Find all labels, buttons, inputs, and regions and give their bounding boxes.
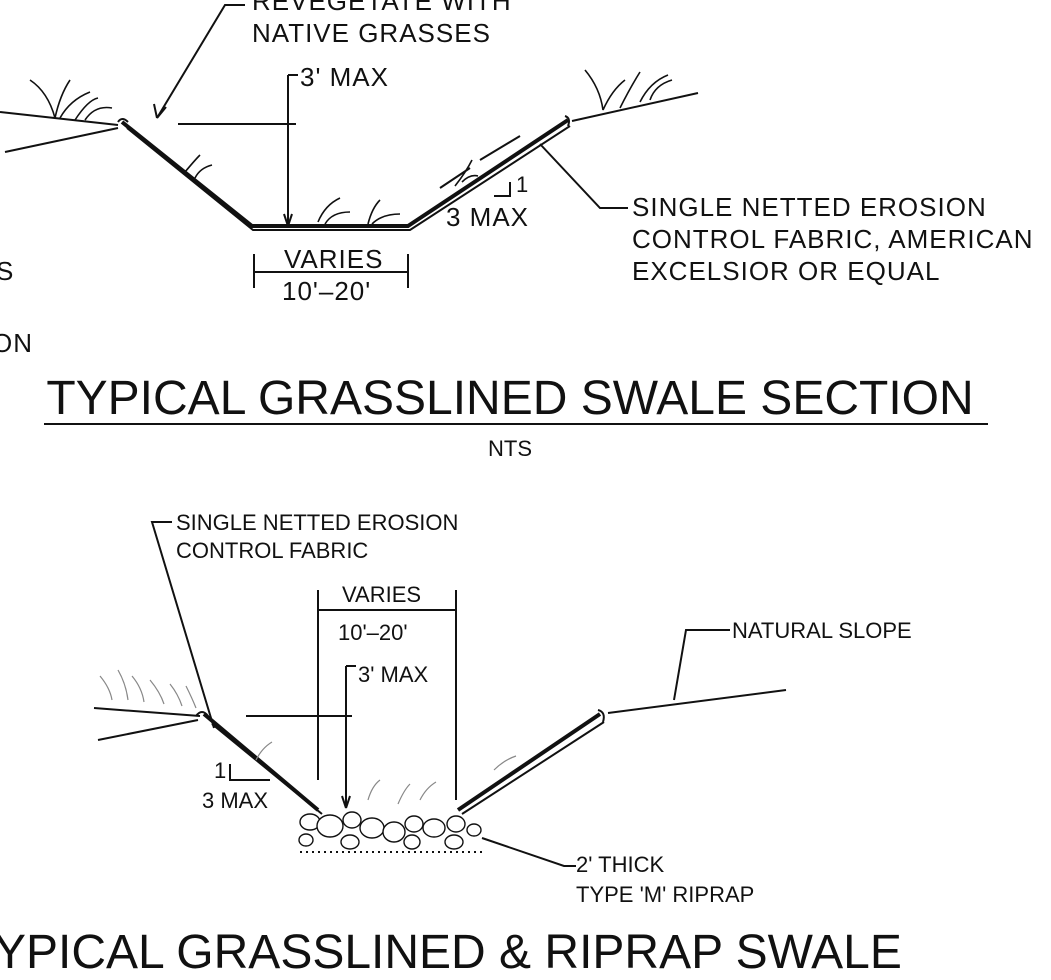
fabric2-note-line1: SINGLE NETTED EROSION bbox=[176, 510, 458, 535]
depth-max-label: 3' MAX bbox=[300, 62, 389, 92]
fabric-note-line3: EXCELSIOR OR EQUAL bbox=[632, 256, 940, 286]
depth-dimension-arrow-2 bbox=[341, 795, 351, 809]
right-slope-subgrade-2 bbox=[461, 721, 605, 815]
grass-tuft-right-slope bbox=[454, 159, 479, 187]
channel-subgrade-line bbox=[126, 125, 571, 231]
bottom-width-dimension-2: VARIES 10'–20' bbox=[317, 582, 457, 800]
riprap-rock bbox=[466, 823, 482, 837]
left-subgrade-line bbox=[4, 127, 119, 153]
slope-ratio-symbol-2 bbox=[229, 764, 270, 781]
channel-profile-2 bbox=[93, 689, 787, 815]
left-slope-dash bbox=[147, 141, 237, 215]
riprap-callout: 2' THICK TYPE 'M' RIPRAP bbox=[481, 837, 754, 907]
slope-run-label: 3 MAX bbox=[446, 202, 529, 232]
grasslined-swale-section: REVEGETATE WITH NATIVE GRASSES bbox=[0, 0, 1034, 461]
section1-title: TYPICAL GRASSLINED SWALE SECTION bbox=[46, 372, 973, 425]
riprap-leader-line bbox=[481, 837, 576, 867]
riprap-rock bbox=[340, 834, 360, 850]
slope-ratio-section1: 1 3 MAX bbox=[446, 172, 529, 232]
fabric-callout-section2: SINGLE NETTED EROSION CONTROL FABRIC bbox=[150, 510, 458, 729]
fabric2-note-line2: CONTROL FABRIC bbox=[176, 538, 368, 563]
riprap-rock bbox=[422, 818, 446, 838]
left-fabric-anchor bbox=[117, 118, 129, 123]
right-fabric-anchor bbox=[564, 115, 570, 127]
depth-dimension-arrow bbox=[283, 213, 293, 227]
depth-dimension: 3' MAX bbox=[178, 62, 389, 227]
riprap-rock bbox=[359, 817, 385, 839]
riprap-rock bbox=[404, 815, 424, 833]
left-subgrade-line-2 bbox=[97, 719, 199, 741]
revegetate-note-line1: REVEGETATE WITH bbox=[252, 0, 512, 16]
left-slope-subgrade-2 bbox=[211, 723, 323, 815]
natural-slope-leader bbox=[673, 629, 730, 701]
fabric-callout-section1: SINGLE NETTED EROSION CONTROL FABRIC, AM… bbox=[539, 143, 1034, 286]
fabric-note-line2: CONTROL FABRIC, AMERICAN bbox=[632, 224, 1034, 254]
bottom-varies-label: VARIES bbox=[284, 244, 383, 274]
riprap-rock bbox=[446, 815, 466, 833]
grass-tuft-left-2 bbox=[99, 669, 197, 709]
grass-tuft-left bbox=[29, 79, 113, 121]
riprap-note-line2: TYPE 'M' RIPRAP bbox=[576, 882, 754, 907]
grass-tuft-channel-2 bbox=[255, 741, 437, 805]
right-slope-fabric-2 bbox=[456, 712, 602, 812]
section1-scale: NTS bbox=[488, 436, 532, 461]
slope-ratio-symbol bbox=[494, 182, 511, 197]
bottom-range-label: 10'–20' bbox=[282, 276, 371, 306]
grass-tuft-right-slope-2 bbox=[493, 755, 517, 771]
right-ground-line-2 bbox=[607, 689, 787, 714]
slope-run-label-2: 3 MAX bbox=[202, 788, 268, 813]
slope-rise-label: 1 bbox=[516, 172, 528, 197]
left-ground-line-2 bbox=[93, 707, 201, 717]
fabric-leader-line bbox=[539, 143, 628, 209]
revegetate-callout: REVEGETATE WITH NATIVE GRASSES bbox=[153, 0, 512, 119]
fabric2-leader-line bbox=[150, 521, 215, 729]
left-fabric-anchor-2 bbox=[195, 711, 209, 717]
grass-tufts-section2 bbox=[99, 669, 517, 805]
slope-ratio-section2: 1 3 MAX bbox=[202, 758, 270, 813]
bottom-range-label-2: 10'–20' bbox=[338, 620, 408, 645]
channel-profile bbox=[0, 92, 699, 231]
riprap-swale-section: SINGLE NETTED EROSION CONTROL FABRIC VAR… bbox=[0, 510, 912, 979]
cutoff-text-1: S bbox=[0, 256, 14, 286]
left-ground-line bbox=[0, 111, 119, 126]
riprap-rock bbox=[382, 821, 406, 843]
riprap-note-line1: 2' THICK bbox=[576, 852, 664, 877]
riprap-layer bbox=[298, 811, 484, 853]
depth-max-label-2: 3' MAX bbox=[358, 662, 429, 687]
grass-tufts-section1 bbox=[29, 69, 673, 225]
riprap-rock bbox=[316, 814, 344, 838]
grass-tuft-right bbox=[584, 69, 673, 111]
bottom-width-dimension: VARIES 10'–20' bbox=[253, 244, 409, 306]
grass-tuft-left-slope bbox=[184, 154, 213, 179]
riprap-rock bbox=[342, 811, 362, 829]
riprap-rock bbox=[403, 834, 421, 850]
riprap-rock bbox=[444, 834, 464, 850]
revegetate-leader-line bbox=[156, 4, 245, 119]
grass-tuft-channel bbox=[317, 197, 401, 225]
slope-rise-label-2: 1 bbox=[214, 758, 226, 783]
bottom-varies-label-2: VARIES bbox=[342, 582, 421, 607]
riprap-rock bbox=[298, 833, 314, 847]
fabric-note-line1: SINGLE NETTED EROSION bbox=[632, 192, 987, 222]
cutoff-text-2: ON bbox=[0, 328, 33, 358]
natural-slope-label: NATURAL SLOPE bbox=[732, 618, 912, 643]
bottom-width-extension-lines-2 bbox=[317, 590, 457, 800]
revegetate-leader-arrow bbox=[153, 103, 167, 119]
right-ground-line bbox=[571, 92, 699, 122]
natural-slope-callout: NATURAL SLOPE bbox=[673, 618, 912, 701]
depth-dimension-2: 3' MAX bbox=[246, 662, 429, 809]
right-fabric-anchor-2 bbox=[597, 709, 605, 723]
revegetate-note-line2: NATIVE GRASSES bbox=[252, 18, 491, 48]
section2-title: YPICAL GRASSLINED & RIPRAP SWALE bbox=[0, 926, 902, 979]
